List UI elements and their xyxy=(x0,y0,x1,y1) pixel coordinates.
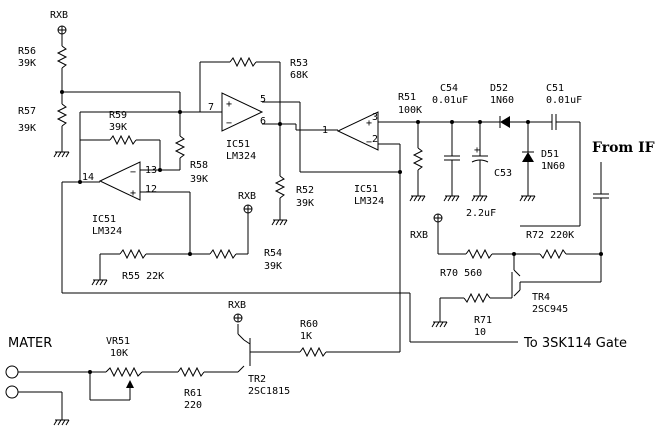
svg-text:R52: R52 xyxy=(296,185,314,196)
potentiometer-vr51 xyxy=(105,366,143,378)
resistor-r70 xyxy=(465,248,493,260)
svg-text:C54: C54 xyxy=(440,83,458,94)
resistor-r57 xyxy=(56,103,68,127)
svg-text:2SC1815: 2SC1815 xyxy=(248,386,290,397)
resistor-r52 xyxy=(274,175,286,199)
resistor-r58 xyxy=(174,135,186,159)
svg-text:R70 560: R70 560 xyxy=(440,268,482,279)
svg-text:VR51: VR51 xyxy=(106,336,130,347)
resistor-r56 xyxy=(56,45,68,69)
svg-text:14: 14 xyxy=(82,172,94,183)
svg-text:1N60: 1N60 xyxy=(490,95,514,106)
svg-text:C53: C53 xyxy=(494,168,512,179)
svg-text:IC51: IC51 xyxy=(226,139,250,150)
resistor-r72 xyxy=(539,248,567,260)
svg-text:0.01uF: 0.01uF xyxy=(546,95,582,106)
svg-text:MATER: MATER xyxy=(8,336,52,351)
resistor-r71 xyxy=(463,292,491,304)
diode-d52 xyxy=(499,116,510,128)
svg-text:R60: R60 xyxy=(300,319,318,330)
svg-text:D52: D52 xyxy=(490,83,508,94)
svg-text:R58: R58 xyxy=(190,160,208,171)
svg-text:R56: R56 xyxy=(18,46,36,57)
svg-text:R51: R51 xyxy=(398,92,416,103)
svg-text:13: 13 xyxy=(145,165,157,176)
svg-text:7: 7 xyxy=(208,102,214,113)
resistor-r61 xyxy=(177,366,205,378)
svg-text:6: 6 xyxy=(260,116,266,127)
svg-text:+: + xyxy=(226,99,232,110)
svg-text:RXB: RXB xyxy=(238,191,256,202)
svg-text:39K: 39K xyxy=(296,198,314,209)
transistor-tr2 xyxy=(237,324,300,373)
svg-text:10K: 10K xyxy=(110,348,128,359)
svg-text:2: 2 xyxy=(372,134,378,145)
resistor-r51 xyxy=(412,147,424,171)
rxb-terminal-bottom: RXB xyxy=(228,300,246,323)
svg-text:10: 10 xyxy=(474,327,486,338)
svg-text:IC51: IC51 xyxy=(92,214,116,225)
rxb-terminal-top: RXB xyxy=(50,10,68,35)
svg-text:TR2: TR2 xyxy=(248,374,266,385)
svg-text:TR4: TR4 xyxy=(532,292,550,303)
svg-text:3: 3 xyxy=(372,112,378,123)
svg-text:R71: R71 xyxy=(474,315,492,326)
resistor-r54 xyxy=(209,248,237,260)
svg-text:From IF: From IF xyxy=(592,140,655,156)
svg-text:2SC945: 2SC945 xyxy=(532,304,568,315)
svg-text:LM324: LM324 xyxy=(354,196,384,207)
svg-text:LM324: LM324 xyxy=(92,226,122,237)
svg-text:R55 22K: R55 22K xyxy=(122,271,164,282)
svg-text:39K: 39K xyxy=(18,123,36,134)
svg-text:100K: 100K xyxy=(398,105,422,116)
resistor-r55 xyxy=(119,248,147,260)
svg-text:220: 220 xyxy=(184,400,202,411)
svg-text:1K: 1K xyxy=(300,331,312,342)
resistor-r59 xyxy=(109,134,137,146)
svg-text:D51: D51 xyxy=(541,149,559,160)
svg-text:RXB: RXB xyxy=(50,10,68,21)
svg-text:R61: R61 xyxy=(184,388,202,399)
svg-text:0.01uF: 0.01uF xyxy=(432,95,468,106)
diode-d51 xyxy=(522,151,534,162)
svg-text:5: 5 xyxy=(260,94,266,105)
svg-text:R53: R53 xyxy=(290,58,308,69)
rxb-terminal-right: RXB xyxy=(410,213,443,241)
svg-text:C51: C51 xyxy=(546,83,564,94)
meter-terminal-top xyxy=(5,365,19,379)
svg-text:1N60: 1N60 xyxy=(541,161,565,172)
svg-text:39K: 39K xyxy=(264,261,282,272)
transistor-tr4 xyxy=(511,254,601,298)
svg-text:1: 1 xyxy=(322,125,328,136)
svg-text:2.2uF: 2.2uF xyxy=(466,208,496,219)
svg-text:IC51: IC51 xyxy=(354,184,378,195)
resistor-r60 xyxy=(299,346,327,358)
svg-text:R57: R57 xyxy=(18,106,36,117)
svg-text:RXB: RXB xyxy=(410,230,428,241)
svg-text:+: + xyxy=(366,118,372,129)
svg-text:68K: 68K xyxy=(290,70,308,81)
svg-text:39K: 39K xyxy=(109,122,127,133)
opamp-ic51-right: + − 1 3 2 xyxy=(322,111,379,151)
meter-terminal-bottom xyxy=(5,385,19,399)
svg-text:−: − xyxy=(366,137,372,148)
svg-text:To 3SK114 Gate: To 3SK114 Gate xyxy=(523,336,627,351)
svg-text:+: + xyxy=(474,145,480,156)
opamp-ic51-upper: + − 7 5 6 xyxy=(208,92,266,132)
svg-text:R54: R54 xyxy=(264,248,282,259)
svg-text:−: − xyxy=(130,167,136,178)
svg-text:39K: 39K xyxy=(18,58,36,69)
resistor-r53 xyxy=(229,56,257,68)
svg-text:+: + xyxy=(130,188,136,199)
svg-text:R59: R59 xyxy=(109,110,127,121)
rxb-terminal-mid: RXB xyxy=(238,191,256,214)
svg-text:RXB: RXB xyxy=(228,300,246,311)
svg-text:39K: 39K xyxy=(190,174,208,185)
svg-text:R72 220K: R72 220K xyxy=(526,230,574,241)
svg-text:−: − xyxy=(226,118,232,129)
svg-text:12: 12 xyxy=(145,184,157,195)
opamp-ic51-lower: − + 13 12 14 xyxy=(82,161,157,201)
svg-text:LM324: LM324 xyxy=(226,151,256,162)
